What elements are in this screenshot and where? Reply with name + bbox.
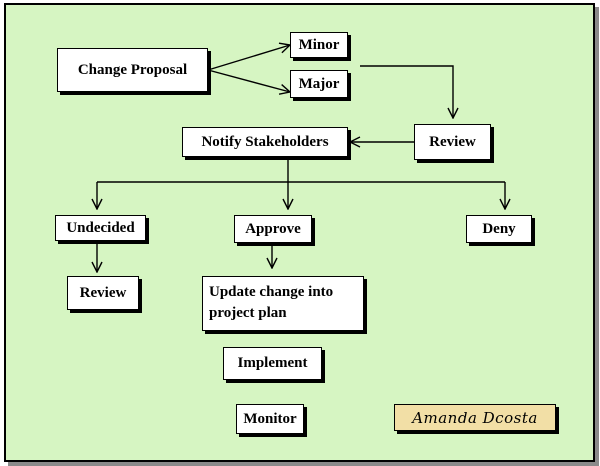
node-implement: Implement <box>223 347 322 380</box>
arrow-to-review <box>360 65 453 118</box>
node-major: Major <box>290 70 348 98</box>
node-undecided: Undecided <box>55 215 146 241</box>
node-change-proposal: Change Proposal <box>57 48 208 92</box>
node-deny: Deny <box>466 215 532 243</box>
author-signature: Amanda Dcosta <box>394 404 556 431</box>
arrow-proposal-to-minor <box>207 45 290 71</box>
node-review-top: Review <box>414 124 491 160</box>
arrow-proposal-to-major <box>207 69 290 92</box>
node-monitor: Monitor <box>236 404 304 434</box>
node-update-change: Update change into project plan <box>202 276 364 331</box>
node-minor: Minor <box>290 32 348 58</box>
node-review-bottom: Review <box>67 276 139 310</box>
node-notify-stakeholders: Notify Stakeholders <box>182 127 348 157</box>
node-approve: Approve <box>234 215 312 243</box>
